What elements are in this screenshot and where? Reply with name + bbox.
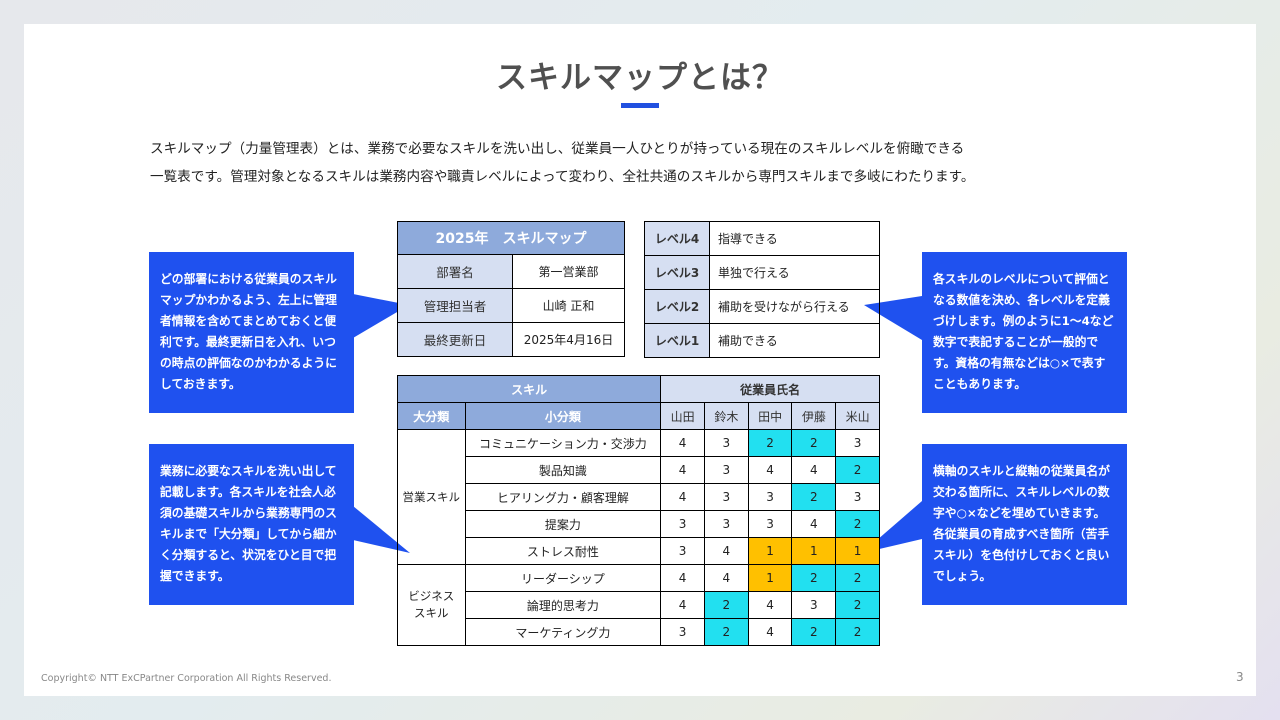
employee-name: 田中 <box>747 402 793 430</box>
major-category-cell: ビジネス スキル <box>397 564 466 646</box>
intro-text: スキルマップ（力量管理表）とは、業務で必要なスキルを洗い出し、従業員一人ひとりが… <box>150 135 1150 191</box>
skill-matrix-table: スキル 従業員氏名 大分類 小分類 山田 鈴木 田中 伊藤 米山 営業スキルコミ… <box>396 375 880 646</box>
level-description: 指導できる <box>709 221 880 256</box>
score-cell: 4 <box>660 429 705 457</box>
updated-label: 最終更新日 <box>397 322 513 357</box>
score-cell: 4 <box>791 510 837 538</box>
score-cell: 2 <box>791 483 837 511</box>
level-definition-table: レベル4 指導できる レベル3 単独で行える レベル2 補助を受けながら行える … <box>644 221 880 358</box>
score-cell: 3 <box>835 429 880 457</box>
score-cell: 2 <box>703 591 749 619</box>
score-cell: 4 <box>660 483 705 511</box>
score-cell: 1 <box>747 564 793 592</box>
score-cell: 4 <box>703 537 749 565</box>
updated-value: 2025年4月16日 <box>512 322 625 357</box>
skill-name-cell: リーダーシップ <box>464 564 662 592</box>
major-category-cell: 営業スキル <box>397 429 466 565</box>
score-cell: 3 <box>703 483 749 511</box>
score-cell: 3 <box>791 591 837 619</box>
employee-name: 米山 <box>835 402 880 430</box>
score-cell: 4 <box>660 591 705 619</box>
score-cell: 1 <box>835 537 880 565</box>
skill-name-cell: コミュニケーション力・交渉力 <box>464 429 662 457</box>
score-cell: 2 <box>835 456 880 484</box>
skill-name-cell: 製品知識 <box>464 456 662 484</box>
intro-line-1: スキルマップ（力量管理表）とは、業務で必要なスキルを洗い出し、従業員一人ひとりが… <box>150 141 965 157</box>
level-description: 補助できる <box>709 323 880 358</box>
score-cell: 3 <box>703 456 749 484</box>
score-cell: 2 <box>791 429 837 457</box>
score-cell: 4 <box>791 456 837 484</box>
skill-name-cell: ストレス耐性 <box>464 537 662 565</box>
page-number: 3 <box>1236 670 1244 684</box>
skill-name-cell: ヒアリング力・顧客理解 <box>464 483 662 511</box>
score-cell: 3 <box>747 510 793 538</box>
level-label: レベル2 <box>644 289 710 324</box>
skillmap-info-table: 2025年 スキルマップ 部署名 第一営業部 管理担当者 山崎 正和 最終更新日… <box>397 221 625 357</box>
score-cell: 3 <box>703 429 749 457</box>
skill-name-cell: 論理的思考力 <box>464 591 662 619</box>
callout-top-right: 各スキルのレベルについて評価となる数値を決め、各レベルを定義づけします。例のよう… <box>922 252 1127 413</box>
score-cell: 2 <box>835 510 880 538</box>
score-cell: 3 <box>660 537 705 565</box>
department-label: 部署名 <box>397 254 513 289</box>
callout-bottom-right: 横軸のスキルと縦軸の従業員名が交わる箇所に、スキルレベルの数字や○×などを埋めて… <box>922 444 1127 605</box>
level-label: レベル1 <box>644 323 710 358</box>
level-description: 単独で行える <box>709 255 880 290</box>
score-cell: 4 <box>747 591 793 619</box>
title-underline <box>621 103 659 108</box>
score-cell: 1 <box>747 537 793 565</box>
score-cell: 2 <box>703 618 749 646</box>
skill-name-cell: 提案力 <box>464 510 662 538</box>
level-label: レベル3 <box>644 255 710 290</box>
score-cell: 3 <box>703 510 749 538</box>
score-cell: 4 <box>747 618 793 646</box>
employee-name: 伊藤 <box>791 402 837 430</box>
score-cell: 4 <box>747 456 793 484</box>
skill-header: スキル <box>396 375 662 403</box>
score-cell: 2 <box>747 429 793 457</box>
copyright: Copyright© NTT ExCPartner Corporation Al… <box>41 673 332 684</box>
level-label: レベル4 <box>644 221 710 256</box>
score-cell: 2 <box>835 618 880 646</box>
callout-top-left: どの部署における従業員のスキルマップかわかるよう、左上に管理者情報を含めてまとめ… <box>149 252 354 413</box>
department-value: 第一営業部 <box>512 254 625 289</box>
minor-category-header: 小分類 <box>464 402 662 430</box>
manager-value: 山崎 正和 <box>512 288 625 323</box>
employee-name: 山田 <box>660 402 705 430</box>
page-title: スキルマップとは？ <box>496 60 784 96</box>
intro-line-2: 一覧表です。管理対象となるスキルは業務内容や職責レベルによって変わり、全社共通の… <box>150 169 975 185</box>
score-cell: 4 <box>660 564 705 592</box>
skill-name-cell: マーケティング力 <box>464 618 662 646</box>
employee-header: 従業員氏名 <box>660 375 880 403</box>
score-cell: 2 <box>791 618 837 646</box>
major-category-header: 大分類 <box>397 402 466 430</box>
callout-bottom-left: 業務に必要なスキルを洗い出して記載します。各スキルを社会人必須の基礎スキルから業… <box>149 444 354 605</box>
score-cell: 2 <box>835 591 880 619</box>
level-description: 補助を受けながら行える <box>709 289 880 324</box>
manager-label: 管理担当者 <box>397 288 513 323</box>
score-cell: 3 <box>747 483 793 511</box>
score-cell: 4 <box>703 564 749 592</box>
score-cell: 3 <box>660 510 705 538</box>
employee-name: 鈴木 <box>703 402 749 430</box>
score-cell: 2 <box>791 564 837 592</box>
skillmap-title: 2025年 スキルマップ <box>397 221 625 255</box>
score-cell: 2 <box>835 564 880 592</box>
score-cell: 3 <box>835 483 880 511</box>
score-cell: 1 <box>791 537 837 565</box>
score-cell: 4 <box>660 456 705 484</box>
score-cell: 3 <box>660 618 705 646</box>
